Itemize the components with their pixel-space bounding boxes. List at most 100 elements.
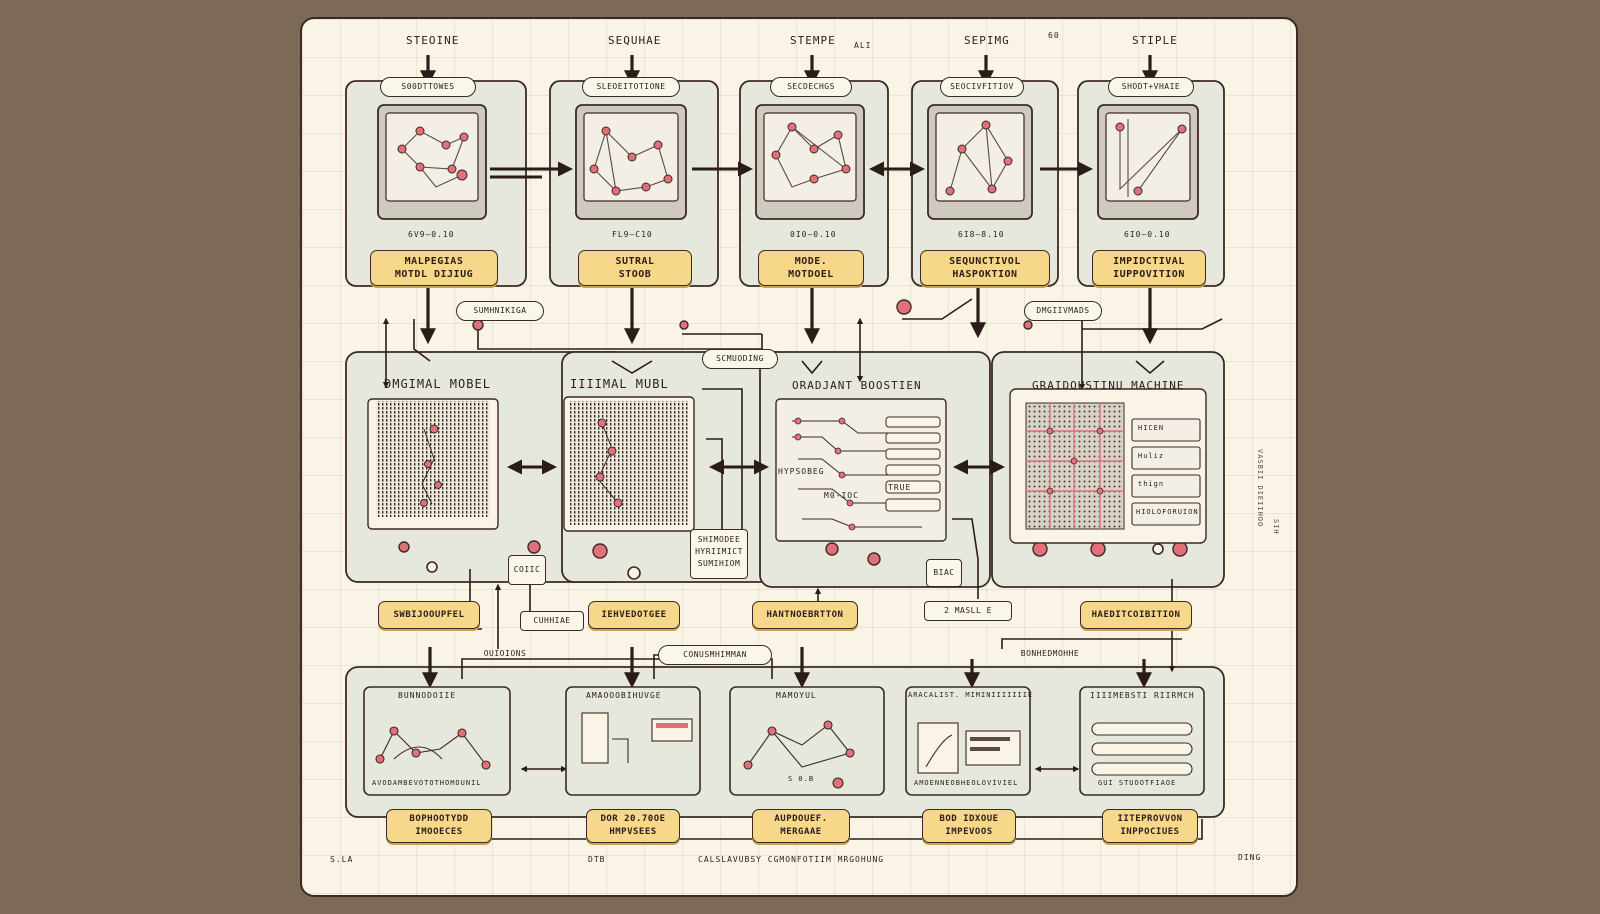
- bottom-label-2-line-2: HMPVSEES: [609, 827, 657, 837]
- connector-label-2: SCMUODING: [702, 349, 778, 369]
- bottom-label-4-line-1: BOD IDXOUE: [939, 814, 999, 824]
- stage-label-3: MODE. MOTDOEL: [758, 250, 864, 286]
- connector-label-4-line-1: SHIMODEE: [697, 535, 741, 544]
- model-visual-2: [563, 396, 695, 532]
- bottom-label-3: AUPDOUEF. MERGAAE: [752, 809, 850, 843]
- phase-title-5: STIPLE: [1132, 34, 1178, 47]
- model-title-4: GRAIDOUSTINU MACHINE: [1032, 379, 1185, 392]
- stage-tag-1: S00DTTOWES: [380, 77, 476, 97]
- model-3-inner-1: HYPSOBEG: [778, 467, 825, 476]
- model-3-inner-2: TRUE: [888, 483, 912, 492]
- stage-label-3-line-2: MOTDOEL: [788, 269, 834, 280]
- model-title-3: ORADJANT BOOSTIEN: [792, 379, 922, 392]
- bottom-card-caption-5: GUI STUOOTFIAOE: [1098, 779, 1177, 787]
- stage-label-4-line-1: SEQUNCTIVOL: [949, 256, 1021, 267]
- side-label-far-right: SIH: [1272, 519, 1280, 535]
- connector-label-8: 2 MASLL E: [924, 601, 1012, 621]
- stage-tag-5: SHODT+VHAIE: [1108, 77, 1194, 97]
- bottom-label-3-line-2: MERGAAE: [780, 827, 822, 837]
- footer-title: CALSLAVUBSY CGMONFOTIIM MRGOHUNG: [698, 855, 885, 864]
- bottom-visuals: [375, 712, 1193, 789]
- stage-label-4: SEQUNCTIVOL HASPOKTION: [920, 250, 1050, 286]
- model-output-1: SWBIJOOUPFEL: [378, 601, 480, 629]
- model-output-3: HANTNOEBRTTON: [752, 601, 858, 629]
- connector-nodes: [398, 299, 1188, 566]
- stage-range-3: 0I0—0.10: [790, 230, 837, 239]
- bottom-card-caption-4: AMOENNEOBHEOLOVIVIEL: [914, 779, 1019, 787]
- connector-label-4-line-2: HYRIIMICT: [695, 547, 743, 556]
- footer-left: S.LA: [330, 855, 354, 864]
- top-mark-a: ALI: [854, 41, 872, 50]
- phase-title-3: STEMPE: [790, 34, 836, 47]
- connector-label-5: COIIC: [508, 555, 546, 585]
- bottom-label-2: DOR 20.70OE HMPVSEES: [586, 809, 680, 843]
- connector-label-11: BONHEDMOHHE: [1020, 649, 1080, 658]
- stage-label-1-line-2: MOTDL DIJIUG: [394, 269, 474, 280]
- model-visual-3: [775, 398, 947, 542]
- bottom-card-title-1: BUNNODOIIE: [398, 691, 457, 700]
- stage-label-2-line-1: SUTRAL: [615, 256, 655, 267]
- bottom-card-caption-1: AVODAMBEVOTOTHOMOUNIL: [372, 779, 482, 787]
- vertical-arrows: [420, 55, 1158, 689]
- phase-title-1: STEOINE: [406, 34, 460, 47]
- model-visual-1: [367, 398, 499, 530]
- stage-tag-3: SECDECHGS: [770, 77, 852, 97]
- phase-title-2: SEQUHAE: [608, 34, 662, 47]
- bottom-card-title-5: IIIIMEBSTI RIIRMCH: [1090, 691, 1195, 700]
- connector-label-4-line-3: SUMIHIOM: [697, 559, 741, 568]
- diagram-board: STEOINE SEQUHAE STEMPE SEPIMG STIPLE ALI…: [300, 17, 1298, 897]
- footer-mid: DTB: [588, 855, 606, 864]
- connector-label-6: CUHHIAE: [520, 611, 584, 631]
- side-label-right: VASBII DIEIIHOO: [1256, 449, 1264, 528]
- model-4-item-1: HICEN: [1138, 424, 1165, 432]
- stage-tag-4: SEOCIVFITIOV: [940, 77, 1024, 97]
- stage-label-5: IMPIDCTIVAL IUPPOVITION: [1092, 250, 1206, 286]
- graph-nodes: [397, 120, 1187, 196]
- footer-right: DING: [1238, 853, 1262, 862]
- bottom-card-title-4: ARACALIST. MIMINIIIIIIIE: [908, 691, 1034, 699]
- diagram-canvas: [345, 55, 1225, 840]
- connector-label-1: SUMHNIKIGA: [456, 301, 544, 321]
- bottom-card-title-2: AMAOOOBIHUVGE: [586, 691, 662, 700]
- bottom-label-1-line-1: BOPHOOTYDD: [409, 814, 469, 824]
- stage-label-2: SUTRAL STOOB: [578, 250, 692, 286]
- stage-tag-2: SLEOEITOTIONE: [582, 77, 680, 97]
- connector-label-3: DMGIIVMADS: [1024, 301, 1102, 321]
- top-mark-b: 60: [1048, 31, 1060, 40]
- bottom-card-title-3: MAMOYUL: [776, 691, 817, 700]
- connector-label-9: OUIOIONS: [483, 649, 527, 658]
- model-3-inner-3: M0-IOC: [824, 491, 859, 500]
- model-title-1: DMGIMAL MOBEL: [384, 377, 491, 391]
- model-title-2: IIIIMAL MUBL: [570, 377, 669, 391]
- connector-label-10: CONUSMHIMMAN: [658, 645, 772, 665]
- stage-label-3-line-1: MODE.: [794, 256, 828, 267]
- model-output-2: IEHVEDOTGEE: [588, 601, 680, 629]
- model-output-4: HAEDITCOIBITION: [1080, 601, 1192, 629]
- bottom-card-caption-3: S 0.B: [788, 775, 815, 783]
- model-4-item-2: Huliz: [1138, 452, 1165, 460]
- stage-label-5-line-2: IUPPOVITION: [1113, 269, 1185, 280]
- stage-label-5-line-1: IMPIDCTIVAL: [1113, 256, 1185, 267]
- stage-range-4: 6I8—8.10: [958, 230, 1005, 239]
- bottom-label-4: BOD IDXOUE IMPEVOOS: [922, 809, 1016, 843]
- bottom-label-5-line-2: INPPOCIUES: [1120, 827, 1180, 837]
- stage-label-1: MALPEGIAS MOTDL DIJIUG: [370, 250, 498, 286]
- stage-range-2: FL9—C10: [612, 230, 653, 239]
- stage-label-1-line-1: MALPEGIAS: [404, 256, 464, 267]
- connector-rings: [426, 543, 1164, 580]
- phase-title-4: SEPIMG: [964, 34, 1010, 47]
- model-visual-4: [1009, 388, 1207, 544]
- model-4-item-4: HIOLOFORUION: [1136, 508, 1199, 516]
- bottom-label-4-line-2: IMPEVOOS: [945, 827, 993, 837]
- stage-range-5: 6I0—0.10: [1124, 230, 1171, 239]
- connector-label-7: BIAC: [926, 559, 962, 587]
- bottom-label-1-line-2: IMOOECES: [415, 827, 463, 837]
- connector-label-4: SHIMODEE HYRIIMICT SUMIHIOM: [690, 529, 748, 579]
- model-4-item-3: thign: [1138, 480, 1165, 488]
- stage-range-1: 6V9—0.10: [408, 230, 455, 239]
- bottom-label-2-line-1: DOR 20.70OE: [600, 814, 666, 824]
- bottom-label-3-line-1: AUPDOUEF.: [774, 814, 828, 824]
- stage-label-2-line-2: STOOB: [618, 269, 652, 280]
- stage-label-4-line-2: HASPOKTION: [952, 269, 1018, 280]
